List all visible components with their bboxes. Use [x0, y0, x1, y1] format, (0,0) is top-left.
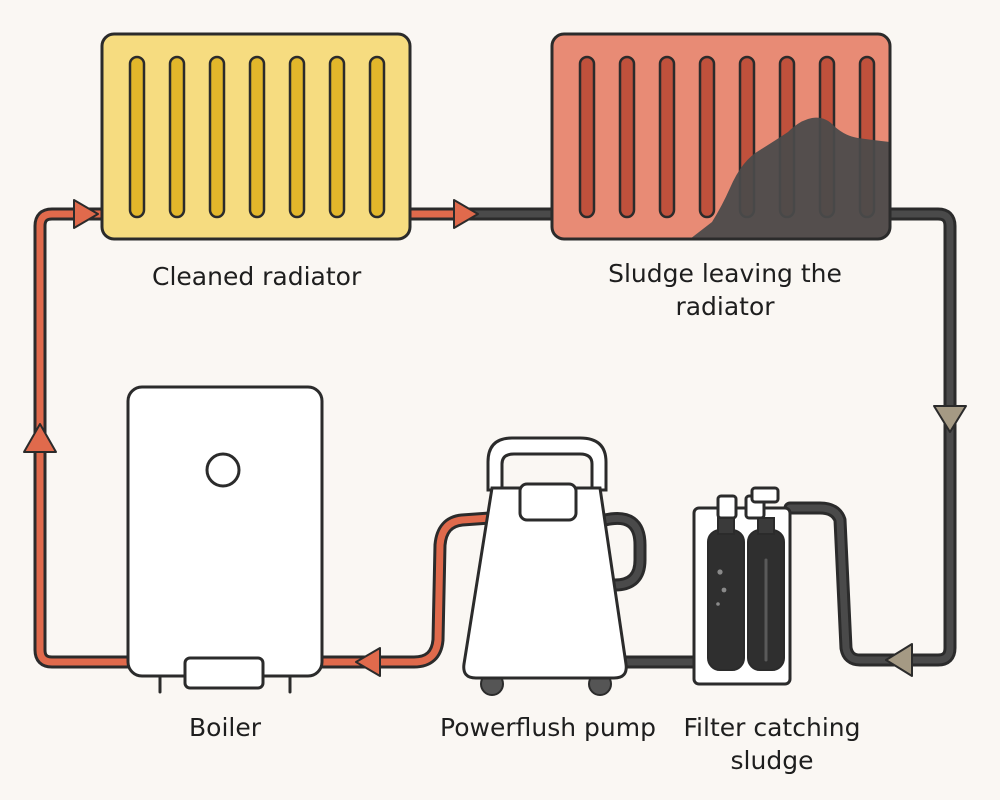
pump-label: Powerflush pump	[432, 711, 664, 744]
flow-arrows	[23, 199, 967, 677]
cleaned-radiator-fin-7	[368, 55, 386, 219]
pump-body	[462, 486, 628, 680]
sludge-radiator-label-line2: radiator	[675, 292, 775, 321]
flow-arrow-to-boiler	[355, 647, 381, 677]
filter-canister-neck-left	[717, 517, 735, 535]
sludge-radiator-fin-2	[618, 55, 636, 219]
flow-arrow-into-cleaned-radiator	[73, 199, 99, 229]
pump-to-boiler-pipe	[315, 511, 497, 669]
cleaned-radiator-label: Cleaned radiator	[152, 260, 361, 293]
sludge-radiator-fin-4	[698, 55, 716, 219]
filter-label: Filter catching sludge	[674, 711, 870, 777]
filter-particle-3	[716, 602, 720, 606]
cleaned-radiator	[100, 32, 412, 241]
flow-arrow-left-up	[23, 423, 57, 453]
filter-canister-neck-right	[757, 517, 775, 535]
flow-arrow-bottom-right-left	[885, 643, 913, 677]
left-hot-pipe-fill	[36, 210, 134, 666]
cleaned-radiator-fins	[128, 55, 386, 219]
cleaned-radiator-fin-3	[208, 55, 226, 219]
sludge-radiator-fin-1	[578, 55, 596, 219]
boiler	[126, 385, 324, 694]
boiler-body	[126, 385, 324, 678]
cleaned-radiator-fin-5	[288, 55, 306, 219]
pump-outlet-fill	[601, 515, 644, 589]
left-hot-pipe	[33, 207, 137, 669]
filter-canister-left	[707, 529, 745, 671]
flow-arrow-right-down	[933, 405, 967, 433]
boiler-label-text: Boiler	[189, 713, 261, 742]
sludge-radiator-label-line1: Sludge leaving the	[608, 259, 842, 288]
boiler-dial	[205, 452, 241, 488]
sludge-radiator	[550, 32, 892, 241]
cleaned-radiator-label-text: Cleaned radiator	[152, 262, 362, 291]
filter-label-line1: Filter catching	[683, 713, 861, 742]
cleaned-radiator-fin-2	[168, 55, 186, 219]
flow-arrow-between-radiators	[453, 199, 479, 229]
sludge-mass	[690, 117, 890, 239]
filter-particle-1	[717, 569, 723, 575]
sludge-radiator-outline	[550, 32, 892, 241]
pump-label-text: Powerflush pump	[440, 713, 656, 742]
filter-top-cap-left	[716, 494, 738, 520]
pump-handle	[486, 436, 608, 492]
boiler-label: Boiler	[150, 711, 300, 744]
pump-to-boiler-fill	[318, 514, 494, 666]
sludge-radiator-fin-3	[658, 55, 676, 219]
filter-top-inlet	[750, 486, 780, 504]
cleaned-radiator-fin-1	[128, 55, 146, 219]
boiler-connector	[183, 656, 265, 690]
powerflush-pump	[462, 436, 628, 696]
sludge-radiator-label: Sludge leaving the radiator	[600, 257, 850, 323]
cleaned-radiator-fin-6	[328, 55, 346, 219]
sludge-filter	[692, 486, 792, 686]
filter-label-line2: sludge	[730, 746, 814, 775]
cleaned-radiator-fin-4	[248, 55, 266, 219]
pump-control-panel	[518, 482, 578, 522]
filter-particle-2	[721, 587, 727, 593]
